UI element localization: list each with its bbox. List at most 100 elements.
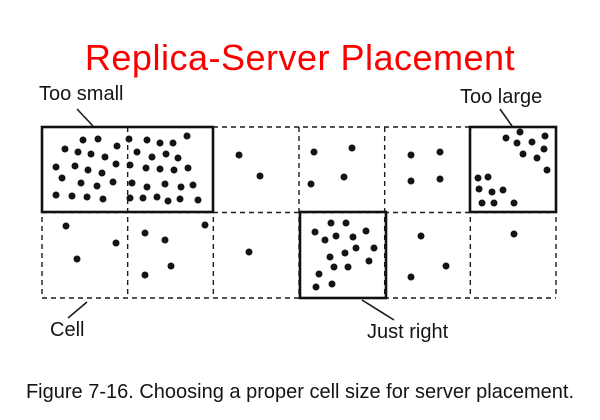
just-right-label: Just right bbox=[367, 321, 449, 343]
server-dot bbox=[112, 160, 120, 168]
too-large-box bbox=[468, 125, 558, 214]
server-dot bbox=[342, 219, 350, 227]
page-title: Replica-Server Placement bbox=[84, 37, 516, 79]
server-dot bbox=[407, 177, 415, 185]
server-dot bbox=[488, 188, 496, 196]
server-dot bbox=[245, 248, 253, 256]
server-dot bbox=[148, 153, 156, 161]
server-dot bbox=[161, 236, 169, 244]
server-dot bbox=[174, 154, 182, 162]
server-dot bbox=[543, 166, 551, 174]
server-dot bbox=[362, 227, 370, 235]
server-dot bbox=[156, 139, 164, 147]
server-dot bbox=[341, 249, 349, 257]
server-dot bbox=[330, 263, 338, 271]
server-dot bbox=[326, 253, 334, 261]
server-dot bbox=[370, 244, 378, 252]
server-dot bbox=[541, 132, 549, 140]
server-dot bbox=[126, 161, 134, 169]
server-dot bbox=[436, 175, 444, 183]
too-small-leader bbox=[76, 108, 94, 127]
server-dot bbox=[52, 191, 60, 199]
server-dot bbox=[128, 179, 136, 187]
server-dot bbox=[499, 186, 507, 194]
server-dot bbox=[407, 273, 415, 281]
server-dot bbox=[332, 232, 340, 240]
server-dot bbox=[516, 128, 524, 136]
server-dot bbox=[184, 164, 192, 172]
server-dot bbox=[311, 228, 319, 236]
server-dot bbox=[68, 192, 76, 200]
server-dot bbox=[348, 144, 356, 152]
server-dot bbox=[73, 255, 81, 263]
server-dot bbox=[510, 199, 518, 207]
server-dot bbox=[474, 174, 482, 182]
server-dot bbox=[307, 180, 315, 188]
server-dot bbox=[442, 262, 450, 270]
server-dot bbox=[519, 150, 527, 158]
server-dot bbox=[528, 138, 536, 146]
server-dot bbox=[84, 166, 92, 174]
server-dot bbox=[189, 181, 197, 189]
server-dot bbox=[109, 178, 117, 186]
just-right-leader bbox=[361, 299, 395, 321]
server-dot bbox=[141, 229, 149, 237]
server-dot bbox=[540, 145, 548, 153]
too-small-box bbox=[40, 125, 215, 214]
server-dot bbox=[417, 232, 425, 240]
server-dot bbox=[321, 236, 329, 244]
server-dot bbox=[502, 134, 510, 142]
server-dot bbox=[310, 148, 318, 156]
cell-leader bbox=[67, 301, 88, 319]
server-dot bbox=[141, 271, 149, 279]
server-dot bbox=[112, 239, 120, 247]
server-dot bbox=[98, 169, 106, 177]
server-dot bbox=[101, 153, 109, 161]
server-dot bbox=[490, 199, 498, 207]
server-dot bbox=[52, 163, 60, 171]
server-dot bbox=[164, 197, 172, 205]
server-dot bbox=[407, 151, 415, 159]
server-dot bbox=[436, 148, 444, 156]
server-dot bbox=[77, 179, 85, 187]
figure-caption: Figure 7-16. Choosing a proper cell size… bbox=[25, 381, 575, 403]
server-dot bbox=[183, 132, 191, 140]
server-dot bbox=[94, 135, 102, 143]
server-dot bbox=[478, 199, 486, 207]
server-dot bbox=[62, 222, 70, 230]
just-right-box bbox=[298, 210, 388, 300]
server-dot bbox=[513, 139, 521, 147]
server-dot bbox=[533, 154, 541, 162]
server-dot bbox=[169, 139, 177, 147]
server-dot bbox=[143, 136, 151, 144]
server-dot bbox=[139, 194, 147, 202]
server-dot bbox=[113, 142, 121, 150]
server-dot bbox=[177, 183, 185, 191]
server-dot bbox=[167, 262, 175, 270]
server-dot bbox=[156, 165, 164, 173]
server-dot bbox=[475, 185, 483, 193]
server-dot bbox=[162, 150, 170, 158]
too-small-label: Too small bbox=[39, 83, 124, 105]
server-dot bbox=[87, 150, 95, 158]
server-dot bbox=[74, 148, 82, 156]
server-dot bbox=[327, 219, 335, 227]
server-dot bbox=[352, 244, 360, 252]
server-dot bbox=[176, 195, 184, 203]
server-dot bbox=[79, 136, 87, 144]
server-dot bbox=[161, 180, 169, 188]
server-dot bbox=[170, 166, 178, 174]
server-dot bbox=[143, 183, 151, 191]
server-dot bbox=[256, 172, 264, 180]
server-dot bbox=[235, 151, 243, 159]
server-dot bbox=[349, 233, 357, 241]
server-dot bbox=[312, 283, 320, 291]
server-dot bbox=[365, 257, 373, 265]
too-large-leader bbox=[499, 108, 513, 127]
server-dot bbox=[340, 173, 348, 181]
cell-label: Cell bbox=[50, 319, 85, 341]
server-dot bbox=[125, 135, 133, 143]
server-dot bbox=[510, 230, 518, 238]
server-dot bbox=[194, 196, 202, 204]
